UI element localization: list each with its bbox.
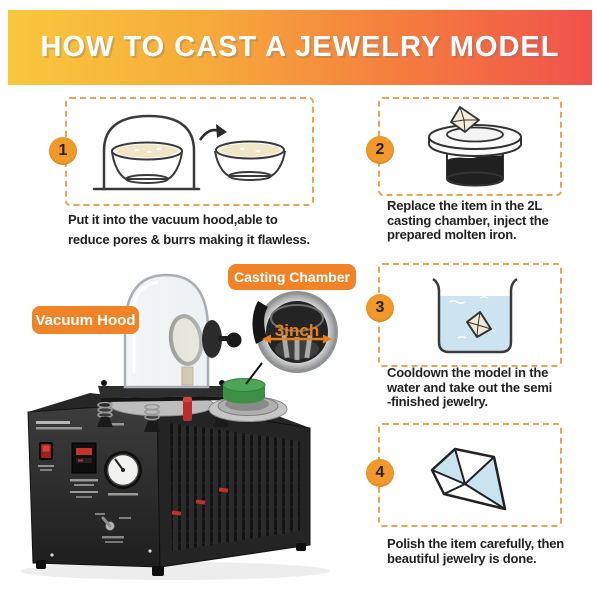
casting-chamber-on-machine bbox=[208, 378, 288, 422]
step3-number: 3 bbox=[375, 299, 385, 316]
flask-inside bbox=[111, 141, 183, 184]
clamp-arm-knob bbox=[202, 320, 242, 358]
step4-number: 4 bbox=[375, 464, 385, 481]
power-switch bbox=[38, 442, 54, 471]
step1-badge: 1 bbox=[49, 137, 77, 165]
caption-line: Cooldown the model in the bbox=[387, 365, 549, 380]
step2-box bbox=[378, 97, 562, 196]
caption-line: Replace the item in the 2L bbox=[387, 198, 543, 213]
mode-toggle-switch bbox=[95, 513, 131, 543]
caption-line: reduce pores & burrs making it flawless. bbox=[68, 232, 310, 247]
inset-pointer-wedge bbox=[252, 301, 268, 344]
brand-text-smudge bbox=[36, 421, 70, 424]
caption-line: prepared molten iron. bbox=[387, 227, 517, 242]
inset-size-label: 3inch bbox=[275, 321, 319, 340]
step3-badge: 3 bbox=[366, 294, 394, 322]
step3-box bbox=[378, 263, 562, 367]
step2-number: 2 bbox=[375, 141, 385, 158]
red-valve bbox=[183, 397, 192, 421]
step4-box bbox=[378, 423, 562, 527]
machine-front-panel bbox=[36, 421, 142, 543]
casting-chamber-illustration bbox=[428, 106, 522, 187]
dome-outline bbox=[102, 114, 196, 189]
step2-caption: Replace the item in the 2L casting chamb… bbox=[387, 198, 572, 243]
header-banner: HOW TO CAST A JEWELRY MODEL bbox=[8, 10, 592, 85]
pressure-gauge bbox=[104, 451, 142, 496]
step4-badge: 4 bbox=[366, 459, 394, 487]
vent-slats bbox=[170, 423, 300, 551]
glass-dome bbox=[123, 273, 210, 389]
flask-outside bbox=[214, 140, 286, 181]
page-title: HOW TO CAST A JEWELRY MODEL bbox=[40, 31, 560, 63]
facet-lines bbox=[431, 448, 506, 510]
caption-line: -finished jewelry. bbox=[387, 394, 488, 409]
caption-line: Put it into the vacuum hood,able to bbox=[68, 212, 278, 227]
step1-caption: Put it into the vacuum hood,able to redu… bbox=[68, 210, 338, 250]
chamber-fins bbox=[281, 334, 313, 361]
caption-line: beautiful jewelry is done. bbox=[387, 550, 537, 566]
step2-badge: 2 bbox=[366, 136, 394, 164]
step3-caption: Cooldown the model in the water and take… bbox=[387, 365, 572, 410]
step1-box bbox=[65, 97, 314, 206]
vacuum-hood-label: Vacuum Hood bbox=[32, 306, 139, 334]
machine-body bbox=[27, 393, 311, 576]
caption-line: Polish the item carefully, then bbox=[387, 536, 565, 551]
diameter-arrow bbox=[262, 334, 332, 344]
step1-number: 1 bbox=[58, 142, 68, 159]
caption-line: casting chamber, inject the bbox=[387, 212, 549, 228]
gem-on-chamber bbox=[450, 106, 480, 133]
vacuum-hood-illustration bbox=[92, 114, 286, 191]
polished-diamond-illustration bbox=[430, 447, 507, 511]
callout-line bbox=[245, 362, 263, 385]
chamber-inset-photo: 3inch bbox=[252, 291, 338, 373]
spring-feet bbox=[97, 417, 229, 432]
casting-chamber-label: Casting Chamber bbox=[228, 264, 356, 290]
bell-jar bbox=[123, 273, 210, 389]
cooling-illustration bbox=[432, 277, 518, 354]
molten-iron bbox=[447, 155, 503, 186]
gem-in-water bbox=[466, 311, 492, 338]
beaker-outline bbox=[432, 277, 518, 354]
step4-caption: Polish the item carefully, then beautifu… bbox=[387, 536, 572, 566]
temperature-controller bbox=[70, 442, 98, 498]
arrow-icon bbox=[198, 124, 227, 141]
shaker-plate bbox=[98, 380, 236, 402]
caption-line: water and take out the semi bbox=[387, 379, 553, 395]
casting-machine-photo: 3inch bbox=[20, 273, 338, 580]
